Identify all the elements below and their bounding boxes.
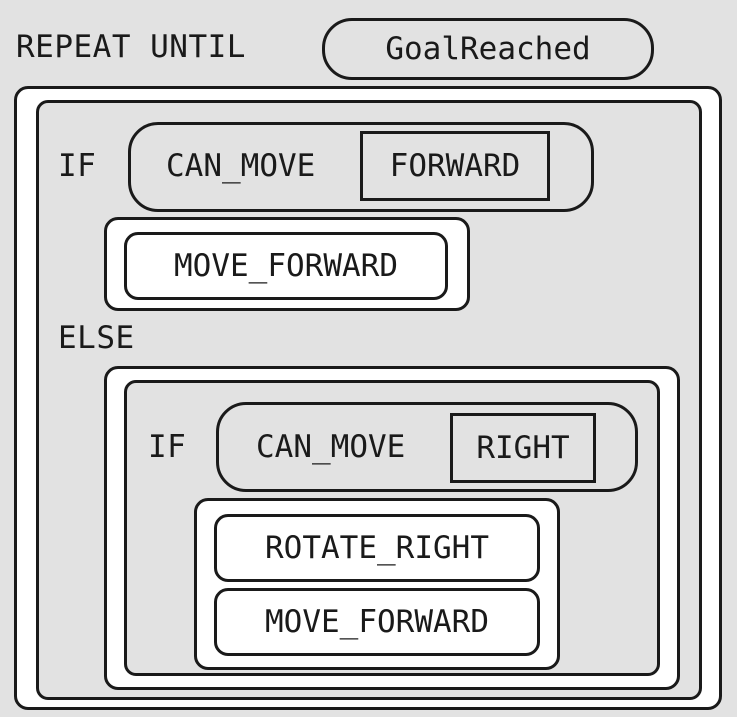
- inner-then-rotate-right-block[interactable]: ROTATE_RIGHT: [214, 514, 540, 582]
- outer-then-move-forward-label: MOVE_FORWARD: [174, 248, 398, 284]
- inner-then-move-forward-label: MOVE_FORWARD: [265, 604, 489, 640]
- inner-then-rotate-right-label: ROTATE_RIGHT: [265, 530, 489, 566]
- inner-condition-name: CAN_MOVE: [256, 429, 406, 465]
- inner-condition-arg[interactable]: RIGHT: [450, 413, 596, 483]
- inner-if-keyword: IF: [148, 429, 187, 465]
- repeat-until-keyword: REPEAT UNTIL: [16, 29, 246, 65]
- outer-condition-arg-label: FORWARD: [389, 148, 521, 184]
- outer-condition-arg[interactable]: FORWARD: [360, 131, 550, 201]
- inner-then-move-forward-block[interactable]: MOVE_FORWARD: [214, 588, 540, 656]
- outer-then-move-forward-block[interactable]: MOVE_FORWARD: [124, 232, 448, 300]
- outer-condition-name: CAN_MOVE: [166, 148, 316, 184]
- else-keyword: ELSE: [58, 320, 135, 356]
- loop-condition-pill[interactable]: GoalReached: [322, 18, 654, 80]
- inner-condition-arg-label: RIGHT: [476, 430, 570, 466]
- outer-if-keyword: IF: [58, 148, 97, 184]
- loop-condition-label: GoalReached: [385, 30, 591, 67]
